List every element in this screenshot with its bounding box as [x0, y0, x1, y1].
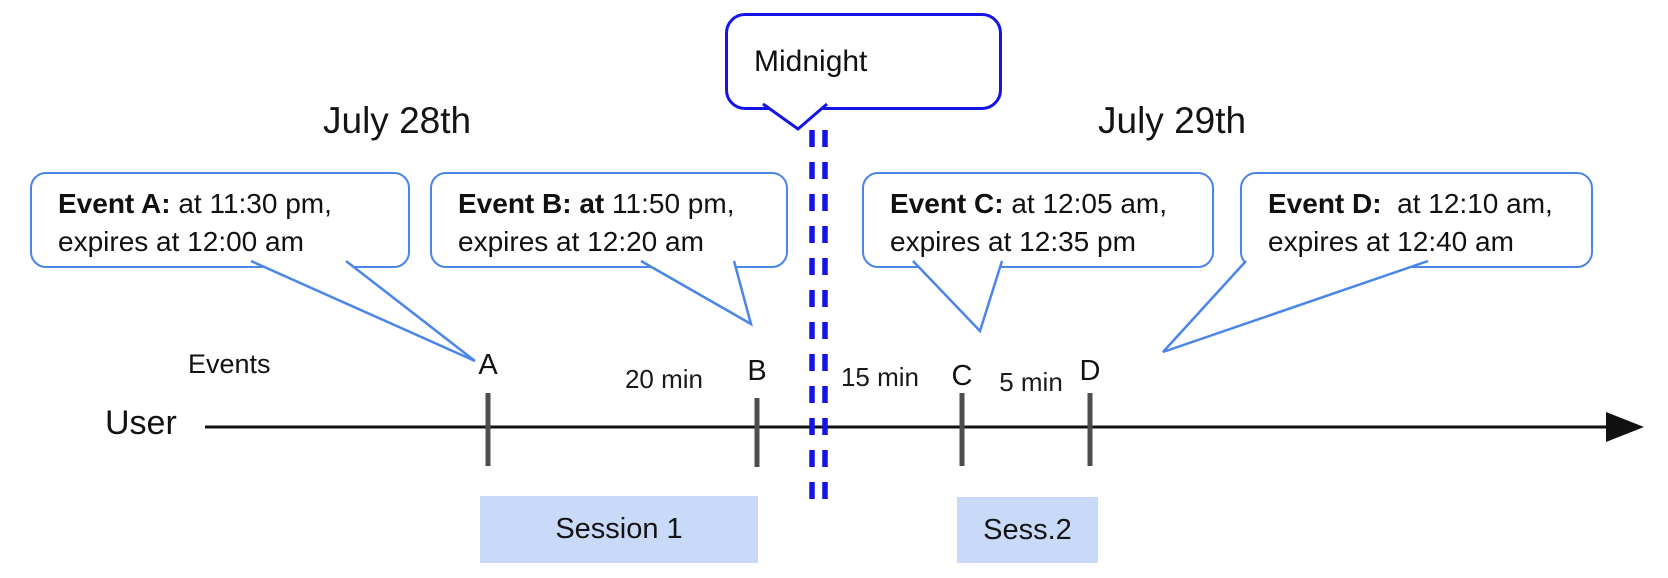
interval-label-bc: 15 min — [840, 362, 920, 392]
event-c-title: Event C: — [890, 188, 1004, 219]
event-b-line2: expires at 12:20 am — [458, 226, 704, 257]
tick-label-b: B — [747, 355, 767, 387]
events-axis-label: Events — [188, 349, 271, 379]
event-b-line1: Event B: at 11:50 pm, — [458, 185, 780, 223]
event-c-callout-tail — [912, 260, 1004, 334]
tick-label-d: D — [1079, 355, 1101, 387]
midnight-label: Midnight — [754, 44, 868, 78]
session-2-box: Sess.2 — [957, 497, 1098, 563]
event-c-time: at 12:05 am, — [1003, 188, 1168, 219]
event-c-callout: Event C: at 12:05 am, expires at 12:35 p… — [862, 172, 1214, 268]
event-d-time: at 12:10 am, — [1381, 188, 1553, 219]
event-a-line2: expires at 12:00 am — [58, 226, 304, 257]
date-label-july-28: July 28th — [323, 100, 472, 141]
midnight-callout: Midnight — [725, 13, 1002, 110]
session-1-label: Session 1 — [555, 513, 683, 545]
tick-label-c: C — [951, 360, 973, 392]
event-d-line1: Event D: at 12:10 am, — [1268, 185, 1585, 223]
date-label-july-29: July 29th — [1098, 100, 1247, 141]
event-b-title: Event B: at — [458, 188, 605, 219]
interval-label-cd: 5 min — [999, 367, 1063, 397]
event-c-line1: Event C: at 12:05 am, — [890, 185, 1206, 223]
event-b-time: 11:50 pm, — [604, 188, 735, 219]
event-c-line2: expires at 12:35 pm — [890, 226, 1136, 257]
tick-label-a: A — [478, 349, 498, 381]
user-axis-label: User — [105, 404, 177, 442]
timeline-arrowhead-icon — [1606, 412, 1644, 442]
event-b-callout: Event B: at 11:50 pm, expires at 12:20 a… — [430, 172, 788, 268]
session-2-label: Sess.2 — [983, 513, 1072, 546]
event-b-callout-tail — [640, 259, 753, 327]
event-a-time: at 11:30 pm, — [170, 188, 332, 219]
event-a-title: Event A: — [58, 188, 171, 219]
session-1-box: Session 1 — [480, 496, 758, 563]
interval-label-ab: 20 min — [624, 364, 704, 394]
event-d-line2: expires at 12:40 am — [1268, 226, 1514, 257]
event-d-title: Event D: — [1268, 188, 1382, 219]
event-a-callout: Event A: at 11:30 pm, expires at 12:00 a… — [30, 172, 410, 268]
event-d-callout: Event D: at 12:10 am, expires at 12:40 a… — [1240, 172, 1593, 268]
event-a-callout-tail — [250, 259, 476, 363]
event-d-callout-tail — [1162, 259, 1429, 354]
event-a-line1: Event A: at 11:30 pm, — [58, 185, 402, 223]
